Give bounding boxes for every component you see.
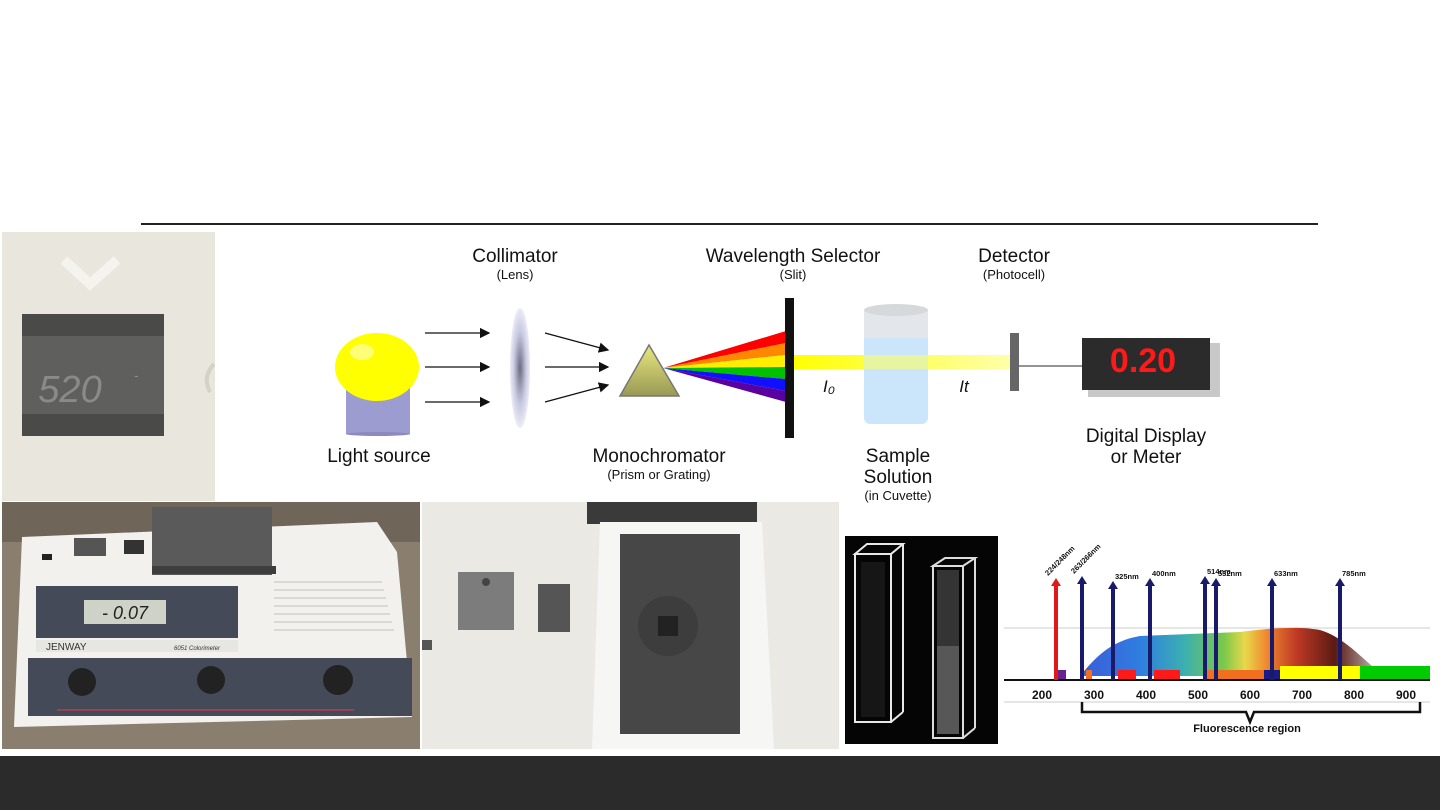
dispersed-spectrum — [663, 331, 786, 402]
laser-line-arrowhead — [1108, 581, 1118, 589]
sample-label-line1: Sample — [866, 446, 930, 467]
laser-line — [1148, 584, 1152, 680]
slit-icon — [785, 298, 794, 438]
laser-line-arrowhead — [1267, 578, 1277, 586]
laser-line — [1270, 584, 1274, 680]
incident-rays — [425, 327, 491, 408]
laser-line — [1338, 584, 1342, 680]
x-tick-label: 500 — [1188, 688, 1208, 702]
laser-line-label: 514nm — [1207, 567, 1231, 576]
x-tick-label: 900 — [1396, 688, 1416, 702]
laser-line — [1111, 587, 1115, 680]
light-source-icon — [335, 333, 419, 436]
footer-bar — [0, 756, 1440, 810]
x-tick-label: 400 — [1136, 688, 1156, 702]
laser-line-arrowhead — [1335, 578, 1345, 586]
collimator-sublabel: (Lens) — [497, 267, 534, 282]
x-tick-label: 800 — [1344, 688, 1364, 702]
laser-line-label: 263/266nm — [1069, 542, 1103, 576]
laser-line-arrowhead — [1051, 578, 1061, 586]
fluorescence-envelope — [1080, 627, 1380, 676]
laser-line-label: 785nm — [1342, 569, 1366, 578]
collimator-label: Collimator — [472, 246, 558, 267]
prism-icon — [618, 343, 681, 397]
digital-display — [1082, 338, 1220, 397]
cuvettes-photo — [845, 536, 998, 744]
laser-line-label: 532nm — [1218, 569, 1242, 578]
colorimeter-brand: JENWAY — [46, 642, 87, 653]
display-label-line1: Digital Display — [1086, 426, 1207, 447]
detector-label: Detector — [978, 246, 1050, 267]
cuvette-holder-photo — [422, 502, 839, 749]
slide: Collimator (Lens) Wavelength Selector (S… — [2, 223, 1430, 749]
laser-line-label: 633nm — [1274, 569, 1298, 578]
wavelength-dial-photo: 520 - — [2, 232, 215, 501]
photocell-icon — [1010, 333, 1019, 391]
fluorescence-bracket — [1080, 702, 1422, 726]
monochromator-sublabel: (Prism or Grating) — [607, 467, 710, 482]
collimated-rays — [544, 332, 610, 403]
laser-line-arrowhead — [1211, 578, 1221, 586]
selector-label: Wavelength Selector — [706, 246, 881, 267]
laser-line — [1203, 582, 1207, 680]
laser-line-label: 325nm — [1115, 572, 1139, 581]
colorimeter-model: 6051 Colorimeter — [174, 646, 221, 652]
monochromator-label: Monochromator — [592, 446, 726, 467]
title-divider — [141, 223, 1318, 225]
svg-text:-: - — [134, 367, 139, 383]
colorimeter-photo: - 0.07 JENWAY 6051 Colorimeter — [2, 502, 420, 749]
spectrophotometer-diagram: Collimator (Lens) Wavelength Selector (S… — [327, 246, 1220, 503]
laser-line — [1054, 584, 1058, 680]
x-tick-label: 700 — [1292, 688, 1312, 702]
i0-label: I₀ — [823, 377, 835, 396]
colorimeter-display: - 0.07 — [102, 603, 149, 623]
x-tick-label: 600 — [1240, 688, 1260, 702]
x-tick-label: 300 — [1084, 688, 1104, 702]
display-reading: 0.20 — [1110, 342, 1176, 380]
fluorescence-region-label: Fluorescence region — [1193, 723, 1301, 735]
laser-line-arrowhead — [1200, 576, 1210, 584]
cuvette-icon — [864, 304, 928, 424]
display-label-line2: or Meter — [1111, 447, 1182, 468]
detector-sublabel: (Photocell) — [983, 267, 1045, 282]
selector-sublabel: (Slit) — [780, 267, 807, 282]
x-tick-labels: 200 300 400 500 600 700 800 900 — [1032, 688, 1416, 702]
light-source-label: Light source — [327, 446, 431, 467]
laser-line-arrowhead — [1145, 578, 1155, 586]
laser-line-arrowhead — [1077, 576, 1087, 584]
it-label: It — [959, 377, 970, 396]
sample-label-line2: Solution — [864, 467, 933, 488]
sample-sublabel: (in Cuvette) — [864, 488, 931, 503]
laser-line — [1080, 582, 1084, 680]
laser-line — [1214, 584, 1218, 680]
laser-line-label: 400nm — [1152, 569, 1176, 578]
x-tick-label: 200 — [1032, 688, 1052, 702]
dial-reading: 520 — [38, 369, 101, 411]
collimator-lens — [510, 308, 530, 428]
